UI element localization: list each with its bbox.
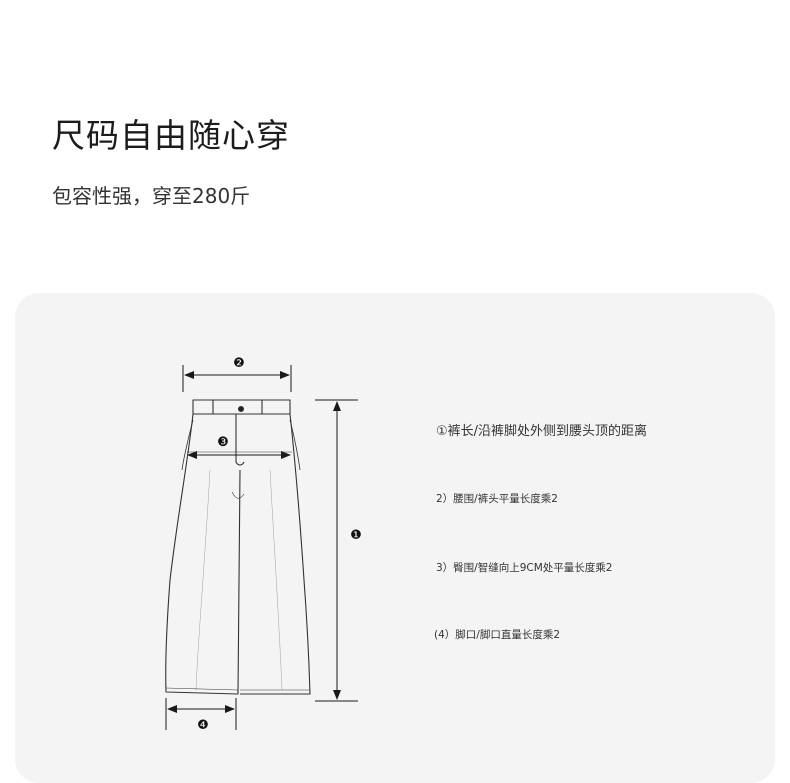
marker-hip: ❸ <box>217 435 229 450</box>
pants-measurement-diagram: ❷ ❸ ❶ ❹ <box>165 356 362 733</box>
pants-right-leg <box>240 413 311 695</box>
marker-length: ❶ <box>350 528 362 543</box>
waist-measure <box>182 365 292 392</box>
pants-illustration <box>165 399 311 695</box>
page-title: 尺码自由随心穿 <box>52 116 290 155</box>
hem-measure <box>165 698 237 730</box>
pants-left-leg <box>165 413 241 695</box>
measurement-panel <box>15 293 775 783</box>
page-subtitle: 包容性强，穿至280斤 <box>52 184 251 208</box>
marker-hem: ❹ <box>197 718 209 733</box>
length-measure <box>315 399 358 702</box>
marker-waist: ❷ <box>233 356 245 371</box>
